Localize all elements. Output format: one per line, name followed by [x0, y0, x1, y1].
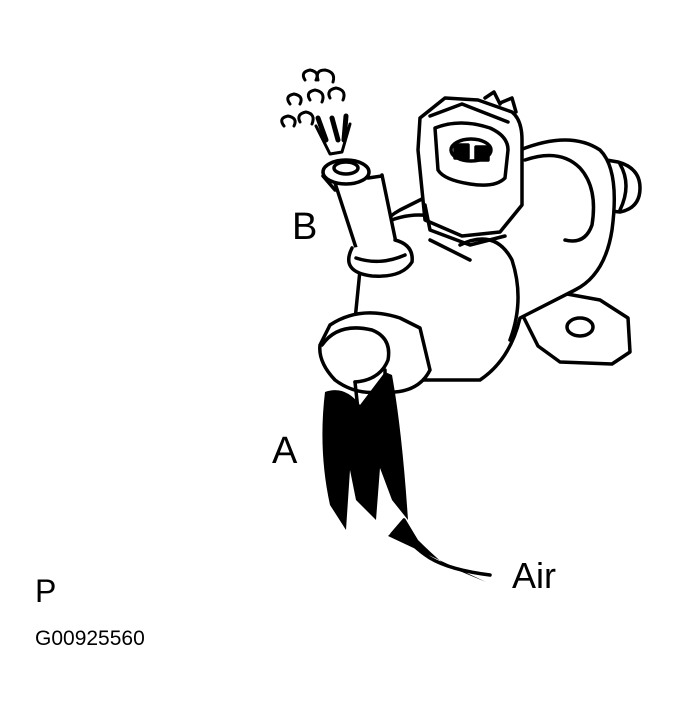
- hose: [322, 372, 408, 530]
- port-b-pipe: [321, 158, 414, 278]
- port-b-label: B: [292, 206, 318, 248]
- connector-socket: [449, 137, 493, 163]
- air-puff: [280, 68, 352, 156]
- air-arrow: [388, 518, 492, 582]
- air-label: Air: [512, 555, 556, 596]
- p-label: P: [35, 573, 57, 609]
- electrical-connector: [416, 90, 524, 247]
- bracket-bolt-hole: [565, 316, 595, 338]
- figure-code: G00925560: [35, 627, 145, 650]
- port-a-elbow: [318, 311, 432, 412]
- port-a-label: A: [272, 430, 298, 472]
